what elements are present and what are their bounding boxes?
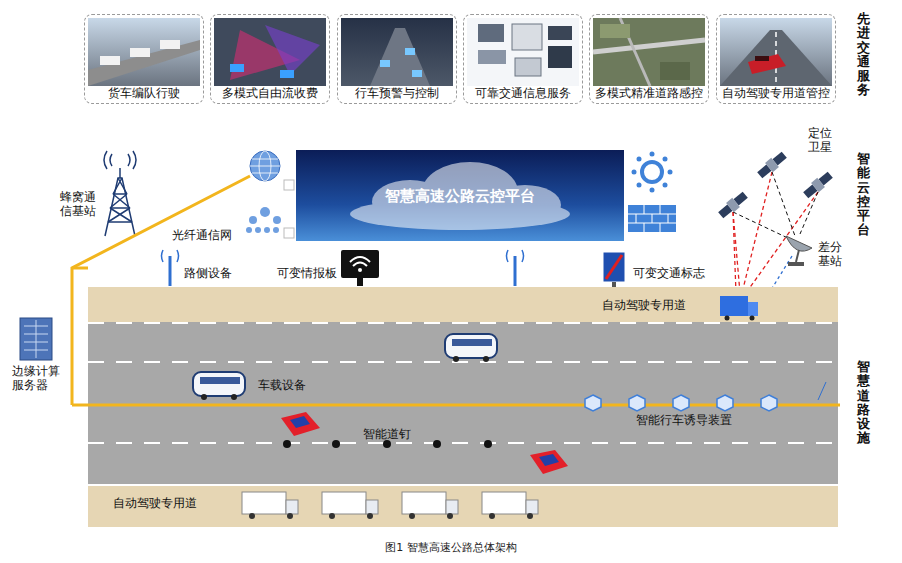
globe-icon (250, 151, 294, 190)
device-label: 智能道钉 (363, 427, 411, 441)
device-label: 智能行车诱导装置 (636, 413, 732, 427)
message-board (341, 250, 379, 286)
roadside-antenna (162, 250, 524, 286)
cloud-shape (350, 162, 570, 230)
service-tile: 多模式精准道路感控 (589, 14, 709, 104)
device-label: 光纤通信网 (172, 228, 232, 242)
layer-label: 智慧道路设施 (857, 360, 870, 446)
device-label: 定位卫星 (808, 126, 834, 154)
sun-icon (632, 152, 673, 193)
blue-truck (720, 296, 758, 321)
device-label: 可变交通标志 (633, 266, 705, 280)
guidance-devices (585, 395, 777, 411)
edge-server (20, 318, 52, 360)
platform-banner: 智慧高速公路云控平台 (296, 150, 624, 241)
figure-caption: 图1 智慧高速公路总体架构 (0, 541, 902, 555)
device-label: 边缘计算服务器 (12, 364, 62, 392)
device-label: 差分基站 (818, 240, 844, 268)
satellite-links (733, 172, 818, 300)
device-label: 蜂窝通信基站 (60, 190, 98, 218)
service-tile: 货车编队行驶 (84, 14, 204, 104)
service-caption: 货车编队行驶 (108, 86, 180, 100)
service-caption: 多模式精准道路感控 (595, 86, 703, 100)
device-label: 车载设备 (258, 378, 306, 392)
layer-label: 先进交通服务 (857, 12, 870, 98)
white-trucks (242, 492, 538, 519)
lane-band: 自动驾驶专用道 (88, 485, 838, 527)
device-label: 路侧设备 (184, 266, 232, 280)
service-caption: 自动驾驶专用道管控 (722, 86, 830, 100)
service-tile: 自动驾驶专用道管控 (716, 14, 836, 104)
service-tile: 多模式自由流收费 (210, 14, 330, 104)
road (88, 287, 838, 527)
red-car (281, 412, 568, 474)
firewall-icon (628, 205, 676, 232)
service-tile: 行车预警与控制 (337, 14, 457, 104)
tile-images (88, 18, 832, 86)
service-caption: 行车预警与控制 (355, 86, 439, 100)
cell-tower (104, 151, 136, 236)
lane-name: 自动驾驶专用道 (113, 496, 197, 510)
traffic-sign (603, 252, 625, 287)
lane-name: 自动驾驶专用道 (602, 298, 686, 312)
dish-antenna (786, 236, 812, 266)
people-icon (246, 207, 294, 238)
road-studs (283, 440, 492, 448)
service-tile: 可靠交通信息服务 (463, 14, 583, 104)
service-caption: 可靠交通信息服务 (475, 86, 571, 100)
platform-background (296, 150, 624, 241)
service-caption: 多模式自由流收费 (222, 86, 318, 100)
fiber-line (72, 176, 840, 405)
device-label: 可变情报板 (277, 266, 337, 280)
satellite-icons (717, 150, 834, 220)
bus (193, 334, 497, 400)
platform-title: 智慧高速公路云控平台 (385, 187, 535, 205)
layer-label: 智能云控平台 (857, 152, 870, 238)
lane-band: 自动驾驶专用道 (88, 287, 838, 322)
